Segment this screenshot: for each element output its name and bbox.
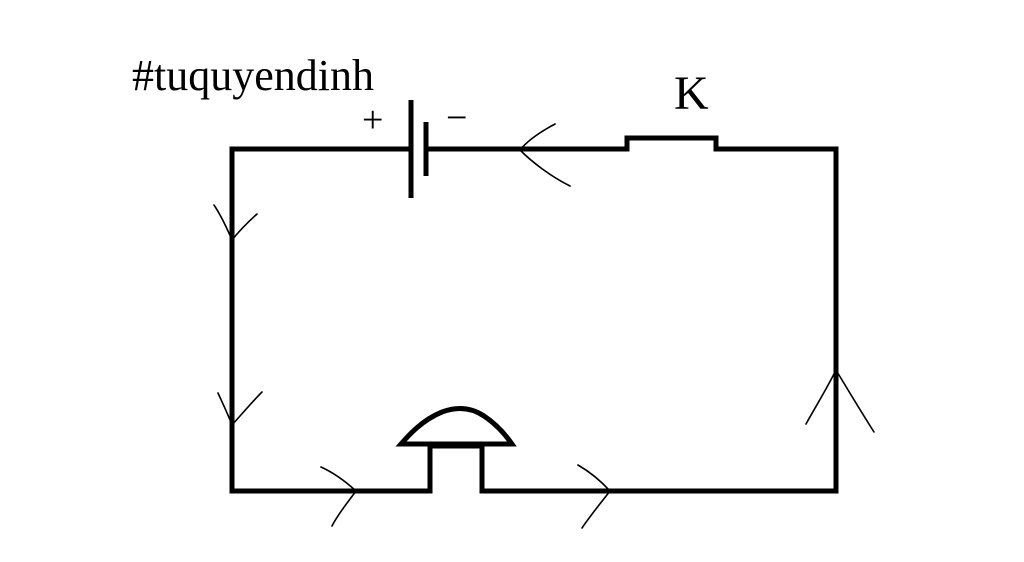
wire-right-side xyxy=(479,146,839,494)
battery-minus-sign: − xyxy=(446,97,467,139)
watermark-text: #tuquyendinh xyxy=(132,51,374,100)
current-arrow-bottom-left xyxy=(320,466,357,527)
switch-label: K xyxy=(674,67,709,120)
current-arrow-bottom-right xyxy=(577,464,611,529)
current-arrow-left-lower xyxy=(217,391,263,426)
battery-plus-sign: + xyxy=(362,99,383,141)
current-arrow-left-upper xyxy=(213,204,258,241)
bell-icon xyxy=(395,406,517,449)
current-arrow-top xyxy=(519,123,571,187)
current-arrow-right xyxy=(805,369,875,433)
switch-k xyxy=(624,135,720,152)
wire-left-side xyxy=(229,146,433,494)
